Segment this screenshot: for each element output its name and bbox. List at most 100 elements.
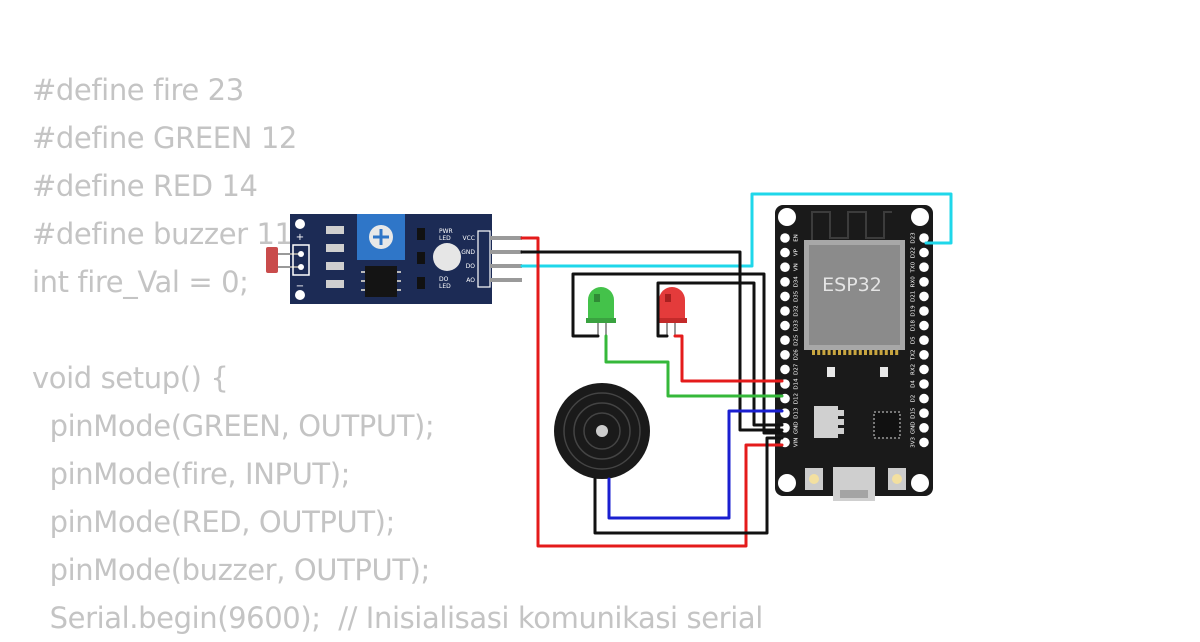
pwr-led-label: PWR	[439, 228, 453, 235]
code-line: #define RED 14	[32, 169, 258, 203]
smd-led	[417, 277, 425, 289]
esp32-pin-label: D13	[794, 407, 800, 419]
esp32-pin-right-d4[interactable]	[919, 379, 929, 389]
wire-sensor-gnd-to-gnd[interactable]	[520, 250, 784, 432]
pin-label-ao: AO	[466, 277, 475, 284]
esp32-pin-left-d34[interactable]	[780, 277, 790, 287]
esp32-pin-right-rx0[interactable]	[919, 277, 929, 287]
comparator-chip	[365, 266, 397, 297]
code-line: pinMode(GREEN, OUTPUT);	[32, 409, 435, 443]
esp32-label: ESP32	[822, 274, 882, 296]
esp32-pin-left-d27[interactable]	[780, 364, 790, 375]
header-pin[interactable]	[490, 250, 522, 254]
module-pad	[864, 350, 867, 355]
module-pad	[884, 350, 888, 355]
esp32-pin-label: D4	[911, 380, 917, 388]
wire-buzzer-gnd[interactable]	[593, 436, 784, 535]
esp32-pin-right-tx2[interactable]	[919, 350, 929, 360]
module-pad	[858, 350, 862, 355]
usb-uart-chip	[873, 411, 901, 439]
code-line: pinMode(buzzer, OUTPUT);	[32, 553, 431, 587]
smd-part	[880, 367, 888, 377]
esp32-pin-left-vp[interactable]	[780, 247, 790, 258]
wire-buzzer-to-d13[interactable]	[607, 409, 784, 520]
esp32-pin-label: D18	[911, 319, 917, 331]
buzzer[interactable]	[554, 383, 650, 479]
esp32-pin-label: D34	[794, 276, 800, 288]
esp32-pin-left-d32[interactable]	[780, 306, 790, 316]
esp32-pin-label: D14	[794, 378, 800, 390]
esp32-pin-left-en[interactable]	[780, 233, 790, 243]
esp32-pin-right-d23[interactable]	[919, 233, 929, 243]
module-pad	[853, 350, 857, 355]
header-pin[interactable]	[490, 236, 522, 240]
module-pad	[822, 350, 826, 355]
esp32-pin-label: 3V3	[911, 437, 917, 448]
mount-hole	[295, 290, 305, 300]
esp32-pin-label: D2	[911, 395, 917, 403]
antenna-trace	[811, 211, 892, 242]
pwr-led-label: LED	[439, 235, 451, 242]
flame-sensor-module[interactable]: + − PWR LED DO LED VCC GND DO AO	[266, 214, 522, 304]
esp32-pin-left-d25[interactable]	[780, 335, 790, 346]
wire-green-led-gnd[interactable]	[571, 272, 784, 435]
esp32-pin-label: VN	[794, 263, 800, 271]
pin-label-gnd: GND	[461, 249, 475, 256]
esp32-pin-right-d15[interactable]	[919, 408, 929, 419]
module-pads	[812, 350, 899, 355]
esp32-pin-label: D15	[911, 407, 917, 419]
green-led[interactable]	[586, 287, 616, 336]
mount-hole	[778, 474, 796, 492]
esp32-pin-label: D5	[911, 336, 917, 344]
esp32-pin-right-d19[interactable]	[919, 306, 929, 316]
esp32-pin-right-d5[interactable]	[919, 335, 929, 346]
esp32-pin-label: D19	[911, 305, 917, 317]
smd-led	[417, 228, 425, 240]
red-led[interactable]	[657, 287, 687, 336]
resistor	[326, 226, 344, 234]
wire-red-led-gnd[interactable]	[656, 281, 784, 427]
header-pin[interactable]	[490, 278, 522, 282]
sensor-indicator	[433, 243, 461, 271]
wire-green-led-to-d12[interactable]	[604, 334, 784, 398]
mount-hole	[778, 208, 796, 226]
esp32-pin-left-vn[interactable]	[780, 262, 790, 273]
esp32-pin-right-d22[interactable]	[919, 247, 929, 258]
diode-header	[292, 244, 310, 276]
esp32-pin-left-d26[interactable]	[780, 350, 790, 360]
wire-sensor-do-to-d23[interactable]	[520, 192, 953, 268]
esp32-pin-right-3v3[interactable]	[919, 437, 929, 448]
boot-button-cap[interactable]	[892, 474, 902, 484]
code-line: pinMode(fire, INPUT);	[32, 457, 351, 491]
esp32-pin-right-tx0[interactable]	[919, 262, 929, 273]
resistor	[326, 280, 344, 288]
esp32-pin-right-gnd[interactable]	[919, 423, 929, 433]
header-pin[interactable]	[490, 264, 522, 268]
esp32-pin-label: EN	[794, 234, 800, 242]
esp32-pin-left-d35[interactable]	[780, 291, 790, 302]
en-button-cap[interactable]	[809, 474, 819, 484]
wire-red-led-to-d14[interactable]	[673, 334, 784, 383]
esp32-pin-label: TX0	[911, 261, 917, 273]
code-editor: #define fire 23#define GREEN 12#define R…	[32, 66, 763, 642]
esp32-pin-label: D23	[911, 232, 917, 244]
plus-label: +	[296, 232, 304, 243]
esp32-pin-right-rx2[interactable]	[919, 364, 929, 375]
module-pad	[848, 350, 852, 355]
mount-hole	[911, 208, 929, 226]
esp32-pin-label: D26	[794, 349, 800, 361]
code-line: pinMode(RED, OUTPUT);	[32, 505, 396, 539]
buzzer-hole	[596, 425, 608, 437]
esp32-board[interactable]: ESP32 ENVPVND34D35D32D33D25D26D27D14D12D…	[775, 205, 933, 501]
wire-sensor-vcc-to-vin[interactable]	[520, 236, 784, 548]
module-pad	[817, 350, 821, 355]
esp32-pin-label: D33	[794, 319, 800, 331]
esp32-pin-right-d21[interactable]	[919, 291, 929, 302]
esp32-pin-label: D12	[794, 393, 800, 404]
red-led-body	[659, 287, 685, 320]
esp32-pin-left-d33[interactable]	[780, 320, 790, 331]
esp32-pin-right-d18[interactable]	[919, 320, 929, 331]
esp32-pin-right-d2[interactable]	[919, 393, 929, 404]
pin-header	[477, 230, 491, 288]
code-line: #define GREEN 12	[32, 121, 297, 155]
